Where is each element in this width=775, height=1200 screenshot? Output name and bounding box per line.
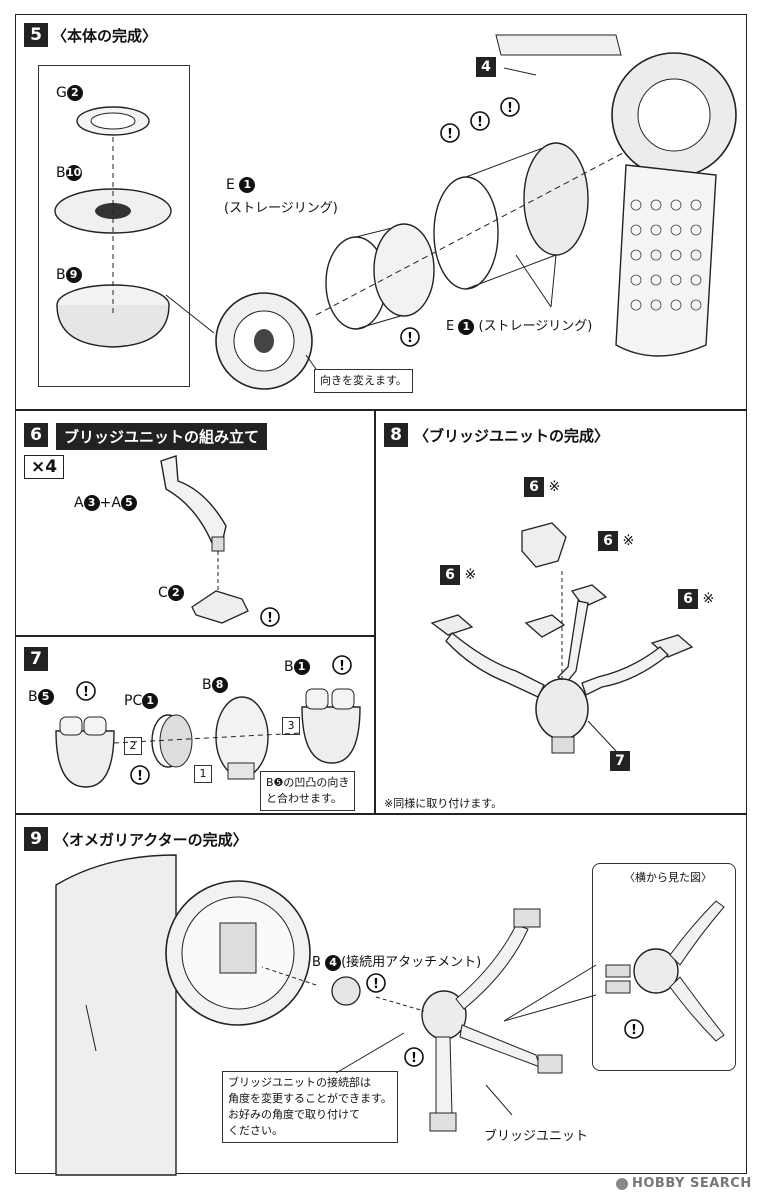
svg-text:!: ! (507, 101, 513, 116)
step-7-note: B❺の凹凸の向きと合わせます。 (260, 771, 356, 811)
step-8-panel: 8 〈ブリッジユニットの完成〉 6 ※ 6 ※ 6 ※ 6 ※ 7 ※同様に取り… (375, 410, 747, 814)
step-7-number: 7 (24, 647, 48, 671)
part-label-e1-upper-sub: (ストレージリング) (224, 201, 338, 216)
step-5-illustration (54, 34, 737, 390)
svg-text:!: ! (407, 331, 413, 346)
part-label-b10: B10 (56, 165, 82, 181)
step-7-illustration (55, 688, 361, 788)
step-9-number: 9 (24, 827, 48, 851)
part-label-b4: B 4(接続用アタッチメント) (312, 954, 482, 971)
step-5-title: 〈本体の完成〉 (52, 27, 158, 45)
svg-text:!: ! (137, 769, 143, 784)
step-6-illustration (160, 455, 249, 624)
exclamation-warning-icon: ! (366, 973, 386, 993)
order-step-2: 2 (124, 737, 142, 755)
exclamation-warning-icon: ! (404, 1047, 424, 1067)
step-6-multiplier: ×4 (24, 455, 65, 479)
sub-ref-6-left: 6 ※ (440, 565, 476, 585)
step-9-title: 〈オメガリアクターの完成〉 (54, 831, 248, 849)
sub-ref-6-right: 6 ※ (678, 589, 714, 609)
part-label-e1-upper: E 1 (226, 177, 256, 193)
svg-text:!: ! (447, 127, 453, 142)
part-label-e1-lower: E 1 (ストレージリング) (446, 318, 593, 335)
exclamation-warning-icon: ! (500, 97, 520, 117)
hobby-search-logo (616, 1177, 628, 1190)
label-side-view: 〈横から見た図〉 (624, 871, 712, 884)
exclamation-warning-icon: ! (470, 111, 490, 131)
sub-ref-6-mid: 6 ※ (598, 531, 634, 551)
svg-text:!: ! (631, 1023, 637, 1038)
exclamation-warning-icon: ! (260, 607, 280, 627)
svg-text:!: ! (373, 977, 379, 992)
step-6-number: 6 (24, 423, 48, 447)
step-5-subassembly-box (38, 65, 190, 387)
label-bridge-unit: ブリッジユニット (484, 1129, 589, 1144)
ref-step-4: 4 (476, 57, 496, 77)
step-9-panel: 9 〈オメガリアクターの完成〉 B 4(接続用アタッチメント) 〈横から見た図〉… (15, 814, 747, 1176)
exclamation-warning-icon: ! (130, 765, 150, 785)
order-step-1: 1 (194, 765, 212, 783)
step-5-note: 向きを変えます。 (314, 369, 413, 393)
svg-text:!: ! (267, 611, 273, 626)
exclamation-warning-icon: ! (76, 681, 96, 701)
step-5-number: 5 (24, 23, 48, 47)
step-8-illustration (430, 522, 694, 754)
exclamation-warning-icon: ! (400, 327, 420, 347)
step-8-number: 8 (384, 423, 408, 447)
step-6-title: ブリッジユニットの組み立て (56, 423, 268, 450)
exclamation-warning-icon: ! (624, 1019, 644, 1039)
svg-text:!: ! (411, 1051, 417, 1066)
main-ref-7: 7 (610, 751, 630, 771)
exclamation-warning-icon: ! (440, 123, 460, 143)
step-8-title: 〈ブリッジユニットの完成〉 (414, 427, 610, 445)
step-9-illustration (55, 854, 725, 1176)
svg-text:!: ! (339, 659, 345, 674)
exclamation-warning-icon: ! (332, 655, 352, 675)
watermark: HOBBY SEARCH (616, 1176, 752, 1191)
sub-ref-6-top: 6 ※ (524, 477, 560, 497)
step-9-note: ブリッジユニットの接続部は 角度を変更することができます。 お好みの角度で取り付… (222, 1071, 398, 1143)
order-step-3: 3 (282, 717, 300, 735)
svg-text:!: ! (477, 115, 483, 130)
svg-text:!: ! (83, 685, 89, 700)
step-8-footnote: ※同様に取り付けます。 (384, 797, 503, 810)
